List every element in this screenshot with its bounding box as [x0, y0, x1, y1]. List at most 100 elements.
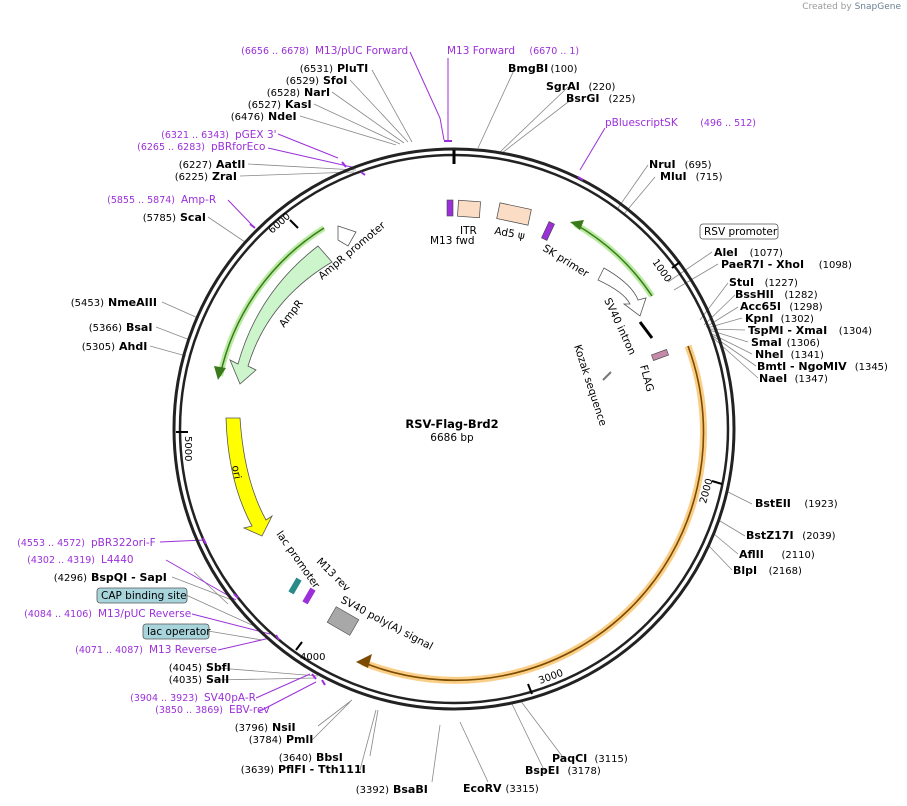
enzyme-sali-label: SalI [206, 673, 229, 686]
feature-label-ori: ori [229, 464, 243, 480]
kozak-mark [602, 371, 612, 381]
enzyme-ndei-label: NdeI [268, 110, 297, 123]
watermark-prefix: Created by [802, 2, 852, 12]
feature-label-flag: FLAG [637, 364, 656, 393]
enzyme-kasi-label: KasI [285, 98, 312, 111]
feature-label-itr: ITR [460, 225, 477, 237]
enzyme-pflfi-tth111i-label: PflFI - Tth111I [278, 763, 366, 776]
lac-operator-box [142, 623, 210, 640]
sk-primer-mark [541, 221, 555, 241]
m13-fwd-mark [446, 199, 454, 217]
enzyme-alei-label: AleI [714, 246, 738, 259]
enzyme-paer7i-xhoi-label: PaeR7I - XhoI [721, 258, 804, 271]
enzyme-pluti-label: PluTI [337, 62, 368, 75]
enzyme-pmli-position: (3784) [249, 735, 282, 746]
enzyme-pmli-label: PmlI [286, 733, 313, 746]
primer-pbrforeco-label: pBRforEco [211, 141, 265, 153]
enzyme-sgrai-label: SgrAI [546, 80, 580, 93]
feature-label-sk-primer: SK primer [540, 242, 591, 280]
primer-ebv-rev-position: (3850 .. 3869) [155, 705, 223, 716]
enzyme-scai-label: ScaI [180, 211, 206, 224]
enzyme-bspei-label: BspEI [525, 764, 559, 777]
enzyme-mlui-position: (715) [696, 172, 723, 183]
enzyme-sfoi-label: SfoI [323, 74, 347, 87]
enzyme-kpni-label: KpnI [745, 312, 773, 325]
rsv-arrowhead [570, 220, 584, 230]
insert-arc [361, 345, 705, 682]
enzyme-ahdi-position: (5305) [82, 342, 115, 353]
rsv-arc [574, 223, 653, 297]
enzyme-stui-label: StuI [729, 276, 754, 289]
enzyme-bsai-label: BsaI [126, 321, 152, 334]
ad5-feature [496, 202, 532, 226]
enzyme-ecorv-label: EcoRV [463, 782, 502, 795]
enzyme-bmti-ngomiv-position: (1345) [855, 362, 888, 373]
primer-ebv-rev-label: EBV-rev [229, 704, 270, 716]
enzyme-bsshii-position: (1282) [784, 290, 817, 301]
tick-label-4000: 4000 [300, 652, 325, 663]
primer-pbluescriptsk-label: pBluescriptSK [605, 117, 679, 129]
plasmid-name: RSV-Flag-Brd2 [405, 417, 498, 431]
leader-lines [149, 67, 759, 783]
cap-site-label: CAP binding site [101, 590, 187, 602]
ampr-arrowhead [214, 366, 226, 380]
enzyme-paqci-position: (3115) [595, 754, 628, 765]
enzyme-alei-position: (1077) [750, 248, 783, 259]
primer-sv40pa-r-position: (3904 .. 3923) [130, 693, 198, 704]
enzyme-bstz17i-label: BstZ17I [746, 529, 794, 542]
primer-leaders [159, 51, 606, 713]
sv40-polya-feature [326, 606, 360, 636]
primer-m13-puc-forward-position: (6656 .. 6678) [241, 46, 309, 57]
enzyme-naei-position: (1347) [795, 374, 828, 385]
primer-pbr322ori-f-position: (4553 .. 4572) [17, 538, 85, 549]
enzyme-bsteii-position: (1923) [804, 499, 837, 510]
enzyme-bsrgi-position: (225) [609, 94, 636, 105]
m13-rev-mark [302, 587, 316, 605]
primer-pgex-3--label: pGEX 3' [235, 129, 277, 141]
primer-pbluescriptsk-position: (496 .. 512) [700, 118, 756, 129]
enzyme-bsabi-position: (3392) [356, 785, 389, 796]
enzyme-nari-position: (6528) [267, 88, 300, 99]
enzyme-bsai-position: (5366) [89, 323, 122, 334]
enzyme-tspmi-xmai-position: (1304) [839, 326, 872, 337]
enzyme-labels: (6531)PluTI(6529)SfoI(6528)NarI(6527)Kas… [54, 62, 888, 796]
watermark-brand: SnapGene [854, 2, 901, 12]
primer-l4440-label: L4440 [101, 554, 134, 566]
enzyme-aflii-position: (2110) [782, 550, 815, 561]
enzyme-nrui-position: (695) [685, 160, 712, 171]
enzyme-blpi-label: BlpI [733, 564, 757, 577]
enzyme-nmeaiii-position: (5453) [71, 298, 104, 309]
enzyme-bmgbi-position: (100) [551, 64, 578, 75]
enzyme-paqci-label: PaqCI [552, 752, 587, 765]
enzyme-naei-label: NaeI [759, 372, 787, 385]
enzyme-nmeaiii-label: NmeAIII [108, 296, 157, 309]
enzyme-zrai-position: (6225) [175, 172, 208, 183]
primer-m13-puc-forward-label: M13/pUC Forward [315, 45, 408, 57]
itr-feature [457, 199, 481, 219]
enzyme-nari-label: NarI [304, 86, 330, 99]
enzyme-pflfi-tth111i-position: (3639) [241, 765, 274, 776]
cap-site-mark [288, 577, 302, 595]
feature-label-ad5: Ad5 ψ [493, 225, 525, 242]
enzyme-scai-position: (5785) [143, 213, 176, 224]
backbone-outer [172, 147, 736, 711]
enzyme-sbfi-label: SbfI [206, 661, 231, 674]
enzyme-nsii-position: (3796) [235, 723, 268, 734]
primer-m13-puc-reverse-position: (4084 .. 4106) [24, 609, 92, 620]
enzyme-bsteii-label: BstEII [755, 497, 791, 510]
primer-marks [202, 140, 584, 686]
primer-l4440-position: (4302 .. 4319) [27, 555, 95, 566]
enzyme-ecorv-position: (3315) [506, 784, 539, 795]
feature-label-m13-fwd: M13 fwd [430, 235, 475, 247]
enzyme-aatii-position: (6227) [179, 160, 212, 171]
enzyme-bspei-position: (3178) [568, 766, 601, 777]
tick-label-6000: 6000 [267, 211, 293, 236]
enzyme-ndei-position: (6476) [231, 112, 264, 123]
enzyme-kpni-position: (1302) [781, 314, 814, 325]
enzyme-nsii-label: NsiI [272, 721, 296, 734]
snapgene-watermark: Created by SnapGene [802, 2, 901, 12]
enzyme-bspqi-sapi-label: BspQI - SapI [91, 571, 167, 584]
enzyme-bspqi-sapi-position: (4296) [54, 573, 87, 584]
intron-mark [638, 321, 654, 339]
primer-m13-forward-label: M13 Forward [447, 45, 515, 57]
